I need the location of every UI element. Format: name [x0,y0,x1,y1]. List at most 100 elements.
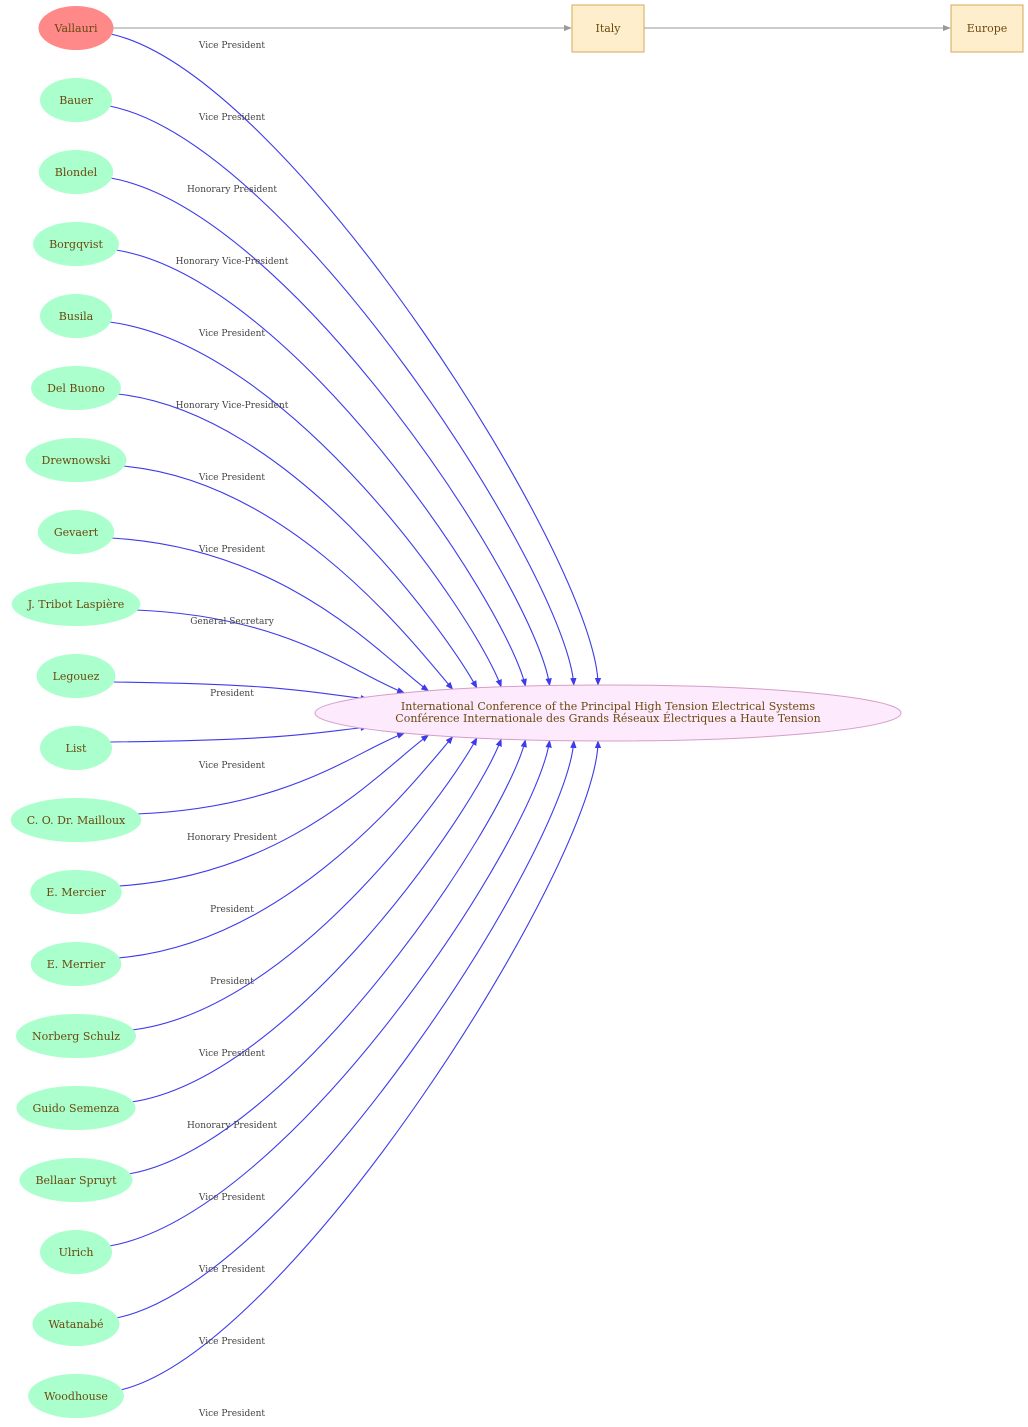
person-node-norberg-schulz[interactable]: Norberg Schulz [16,1014,136,1058]
edge-gevaert-to-conference [111,537,430,692]
person-label: Busila [59,310,94,323]
person-node-e-mercier[interactable]: E. Mercier [30,870,122,914]
place-label: Europe [967,22,1008,35]
edge-label-list: Vice President [198,761,266,771]
person-ellipse [40,726,112,770]
edge-label-watanabe: Vice President [198,1337,266,1347]
person-label: E. Mercier [46,886,106,899]
edge-norberg-schulz-to-conference [131,737,478,1031]
person-label: List [66,742,87,755]
person-node-gevaert[interactable]: Gevaert [37,510,115,554]
edge-label-bellaar-spruyt: Vice President [198,1193,266,1203]
person-ellipse [16,1014,136,1058]
person-ellipse [25,438,127,482]
person-node-e-merrier[interactable]: E. Merrier [30,942,122,986]
edge-woodhouse-to-conference [120,740,602,1391]
person-node-woodhouse[interactable]: Woodhouse [28,1374,124,1418]
edge-bellaar-spruyt-to-conference [128,739,527,1175]
person-node-guido-semenza[interactable]: Guido Semenza [16,1086,136,1130]
person-node-drewnowski[interactable]: Drewnowski [25,438,127,482]
edge-e-merrier-to-conference [118,736,454,959]
place-node-italy[interactable]: Italy [571,4,645,53]
edge-ulrich-to-conference [109,739,552,1247]
person-label: Drewnowski [42,454,111,467]
person-label: Vallauri [54,22,98,35]
person-node-bauer[interactable]: Bauer [40,78,112,122]
person-ellipse [40,1230,112,1274]
person-ellipse [19,1158,133,1202]
person-label: Del Buono [47,382,105,395]
conference-title-en: International Conference of the Principa… [401,700,816,713]
person-node-legouez[interactable]: Legouez [36,654,116,698]
person-label: E. Merrier [47,958,106,971]
edge-label-borgqvist: Honorary Vice-President [176,257,289,267]
person-node-del-buono[interactable]: Del Buono [31,366,121,410]
person-ellipse [31,366,121,410]
person-node-blondel[interactable]: Blondel [38,150,114,194]
person-label: Legouez [53,670,100,683]
person-label: Borgqvist [49,238,103,251]
conference-ellipse [314,684,902,742]
edge-label-bauer: Vice President [198,113,266,123]
person-ellipse [38,6,114,50]
person-label: Gevaert [54,526,99,539]
person-ellipse [32,1302,120,1346]
person-ellipse [28,1374,124,1418]
edge-label-j-tribot-laspiere: General Secretary [190,617,274,627]
person-node-ulrich[interactable]: Ulrich [40,1230,112,1274]
person-label: Ulrich [59,1246,94,1259]
person-node-vallauri[interactable]: Vallauri [38,6,114,50]
edge-guido-semenza-to-conference [131,738,502,1103]
nodes-layer: International Conference of the Principa… [10,4,1024,1418]
person-ellipse [30,870,122,914]
person-label: C. O. Dr. Mailloux [27,814,126,827]
person-ellipse [36,654,116,698]
person-node-c-o-dr-mailloux[interactable]: C. O. Dr. Mailloux [10,798,142,842]
edge-label-busila: Vice President [198,329,266,339]
edge-vallauri-to-conference [110,33,602,686]
person-ellipse [37,510,115,554]
edge-legouez-to-conference [112,681,369,702]
edge-borgqvist-to-conference [115,249,527,687]
person-label: J. Tribot Laspière [27,598,125,611]
person-label: Bauer [59,94,93,107]
edge-label-vallauri: Vice President [198,41,266,51]
person-node-borgqvist[interactable]: Borgqvist [33,222,119,266]
person-label: Watanabé [48,1318,103,1331]
place-box [571,4,645,53]
person-node-list[interactable]: List [40,726,112,770]
person-node-j-tribot-laspiere[interactable]: J. Tribot Laspière [11,582,141,626]
person-ellipse [11,582,141,626]
edge-watanabe-to-conference [116,740,577,1319]
person-label: Guido Semenza [33,1102,120,1115]
edge-e-mercier-to-conference [118,734,430,887]
edge-busila-to-conference [109,321,502,688]
edge-label-e-merrier: President [210,977,254,987]
place-box [950,4,1024,53]
person-ellipse [38,150,114,194]
person-ellipse [30,942,122,986]
conference-node[interactable]: International Conference of the Principa… [314,684,902,742]
edge-label-drewnowski: Vice President [198,473,266,483]
place-node-europe[interactable]: Europe [950,4,1024,53]
person-label: Blondel [55,166,98,179]
person-ellipse [33,222,119,266]
edge-j-tribot-laspiere-to-conference [135,609,406,694]
edge-label-legouez: President [210,689,254,699]
edge-list-to-conference [109,724,369,743]
edge-c-o-dr-mailloux-to-conference [136,732,406,815]
edges-layer [109,24,951,1391]
person-label: Woodhouse [44,1390,108,1403]
person-node-bellaar-spruyt[interactable]: Bellaar Spruyt [19,1158,133,1202]
edge-label-norberg-schulz: Vice President [198,1049,266,1059]
edge-label-ulrich: Vice President [198,1265,266,1275]
edge-label-del-buono: Honorary Vice-President [176,401,289,411]
conference-title-fr: Conférence Internationale des Grands Rés… [395,711,820,725]
person-ellipse [16,1086,136,1130]
place-label: Italy [595,22,621,35]
person-label: Bellaar Spruyt [35,1174,117,1187]
edge-drewnowski-to-conference [122,465,454,690]
person-node-watanabe[interactable]: Watanabé [32,1302,120,1346]
person-node-busila[interactable]: Busila [40,294,112,338]
